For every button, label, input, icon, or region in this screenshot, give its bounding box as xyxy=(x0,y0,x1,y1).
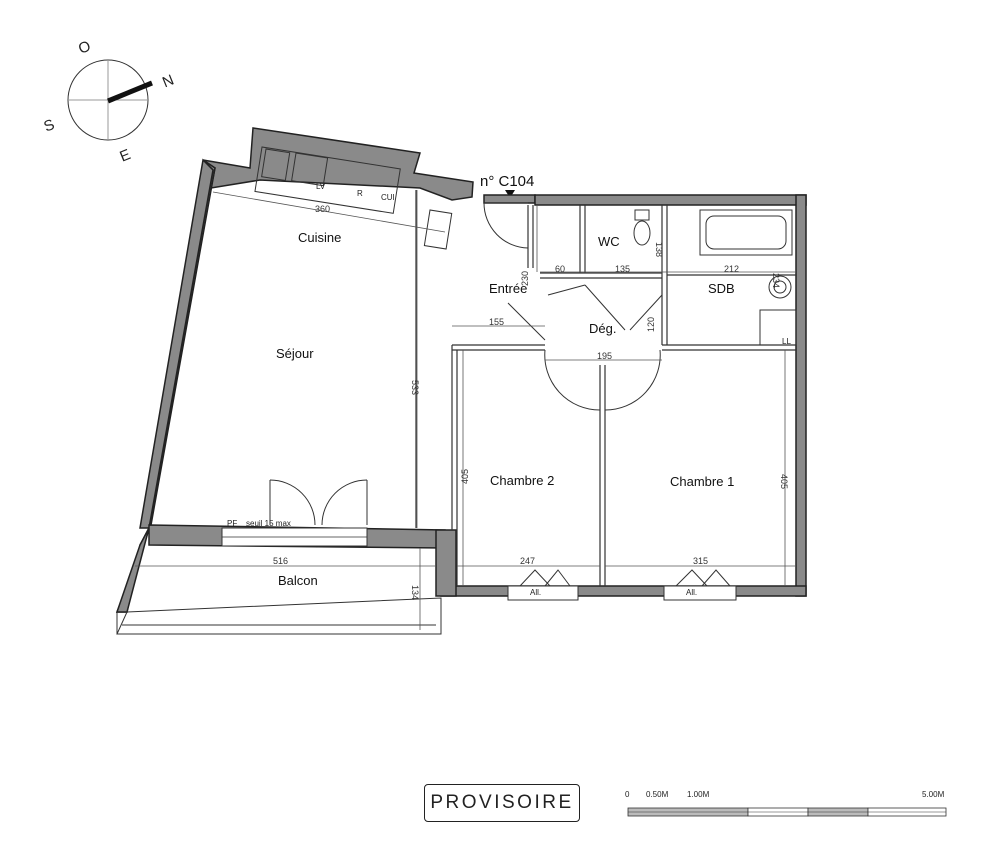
scale-bar: 0 0.50M 1.00M 5.00M xyxy=(625,790,947,817)
toilet-icon xyxy=(633,209,651,246)
label-r: R xyxy=(357,189,363,198)
label-all-1: All. xyxy=(530,588,541,597)
dimension-lines xyxy=(135,190,796,630)
scale-0: 0 xyxy=(625,790,630,799)
scale-050: 0.50M xyxy=(646,790,669,799)
dim-360: 360 xyxy=(315,204,330,214)
dim-138: 138 xyxy=(654,242,664,257)
dimension-labels: 360 533 230 60 135 212 138 234 155 120 1… xyxy=(273,204,789,600)
compass-e: E xyxy=(117,146,133,166)
dim-135: 135 xyxy=(615,264,630,274)
dim-405-left: 405 xyxy=(460,469,470,484)
dim-516: 516 xyxy=(273,556,288,566)
compass-n: N xyxy=(160,71,176,91)
room-sdb: SDB xyxy=(708,281,735,296)
unit-label: n° C104 xyxy=(480,173,534,198)
room-sejour: Séjour xyxy=(276,346,314,361)
room-labels: Cuisine Séjour Entrée WC SDB Dég. Chambr… xyxy=(276,230,735,588)
bathtub-icon xyxy=(699,209,793,256)
label-ll: LL xyxy=(782,337,791,346)
scale-100: 1.00M xyxy=(687,790,710,799)
dim-405-right: 405 xyxy=(779,474,789,489)
dim-230: 230 xyxy=(520,271,530,286)
compass: N O S E xyxy=(41,38,176,166)
dim-195: 195 xyxy=(597,351,612,361)
unit-number: n° C104 xyxy=(480,173,534,190)
doors xyxy=(269,202,663,526)
label-cui: CUI xyxy=(381,193,395,202)
scale-500: 5.00M xyxy=(922,790,945,799)
room-deg: Dég. xyxy=(589,321,616,336)
compass-s: S xyxy=(41,116,57,136)
dim-155: 155 xyxy=(489,317,504,327)
kitchen-counter: LV R CUI xyxy=(254,146,453,250)
balcony-outline xyxy=(116,597,442,635)
dim-315: 315 xyxy=(693,556,708,566)
provisional-stamp: PROVISOIRE xyxy=(424,784,580,822)
compass-needle xyxy=(107,80,153,104)
room-wc: WC xyxy=(598,234,620,249)
room-chambre1: Chambre 1 xyxy=(670,474,734,489)
dim-247: 247 xyxy=(520,556,535,566)
label-lv: LV xyxy=(316,182,326,191)
dim-120: 120 xyxy=(646,317,656,332)
dim-134: 134 xyxy=(410,585,420,600)
stamp-text: PROVISOIRE xyxy=(430,792,574,813)
room-cuisine: Cuisine xyxy=(298,230,341,245)
interior-walls xyxy=(415,190,796,586)
compass-o: O xyxy=(76,38,93,58)
room-entree: Entrée xyxy=(489,281,527,296)
label-pf: PF xyxy=(227,519,237,528)
label-seuil: seuil 15 max xyxy=(246,519,291,528)
entry-arrow-icon xyxy=(505,190,515,198)
room-chambre2: Chambre 2 xyxy=(490,473,554,488)
sink-icon xyxy=(261,148,291,181)
dim-60: 60 xyxy=(555,264,565,274)
dim-533: 533 xyxy=(410,380,420,395)
windows xyxy=(221,527,737,601)
washbasin-icon xyxy=(768,275,792,299)
label-all-2: All. xyxy=(686,588,697,597)
room-balcon: Balcon xyxy=(278,573,318,588)
exterior-walls xyxy=(115,127,807,613)
dim-234: 234 xyxy=(771,273,781,288)
dim-212: 212 xyxy=(724,264,739,274)
